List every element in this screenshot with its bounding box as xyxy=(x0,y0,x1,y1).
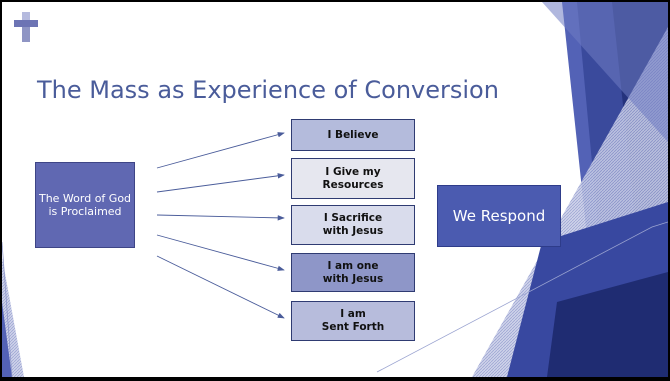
step-box-believe: I Believe xyxy=(291,119,415,151)
source-box: The Word of God is Proclaimed xyxy=(35,162,135,248)
step-box-give-resources: I Give my Resources xyxy=(291,158,415,199)
step-box-sent-forth: I am Sent Forth xyxy=(291,301,415,341)
arrow-to-one-with-jesus xyxy=(156,234,285,271)
response-box: We Respond xyxy=(437,185,561,247)
step-box-sacrifice: I Sacrifice with Jesus xyxy=(291,205,415,245)
slide: The Mass as Experience of Conversion The… xyxy=(2,2,668,377)
step-box-one-with-jesus: I am one with Jesus xyxy=(291,253,415,292)
arrow-to-sent-forth xyxy=(156,255,285,319)
connector-arrows xyxy=(156,132,285,319)
page-title: The Mass as Experience of Conversion xyxy=(37,76,499,104)
arrow-to-sacrifice xyxy=(156,214,285,221)
arrow-to-resources xyxy=(156,173,285,193)
arrow-to-believe xyxy=(156,132,285,169)
